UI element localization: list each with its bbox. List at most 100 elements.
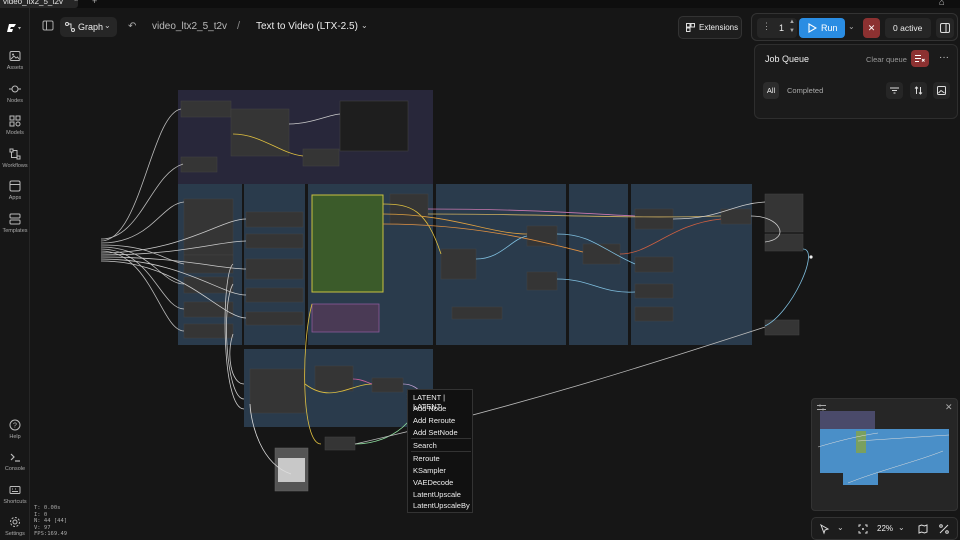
graph-node[interactable] [183,323,234,339]
graph-canvas[interactable] [31,44,960,540]
graph-node[interactable] [183,254,234,274]
graph-node[interactable] [245,258,304,280]
new-tab-button[interactable]: + [92,0,98,6]
zoom-level[interactable]: 22% [877,524,894,533]
menu-item-add-node[interactable]: Add Node [413,404,447,413]
sidebar-item-nodes[interactable]: Nodes [0,83,30,104]
group-column-5[interactable] [569,184,628,345]
menu-item-search[interactable]: Search [413,441,437,450]
graph-node[interactable] [371,377,404,393]
graph-node[interactable] [526,271,558,291]
menu-item-add-reroute[interactable]: Add Reroute [413,416,456,425]
comfy-logo-icon[interactable] [7,22,23,34]
reroute-dot[interactable] [809,255,813,259]
graph-node[interactable] [526,225,558,247]
menu-item-add-setnode[interactable]: Add SetNode [413,428,458,437]
batch-count-value[interactable]: 1 [779,23,785,33]
workflow-title[interactable]: Text to Video (LTX-2.5) [256,21,358,32]
sidebar-item-shortcuts[interactable]: Shortcuts [0,484,30,505]
graph-node[interactable] [634,256,674,273]
filter-completed-tab[interactable]: Completed [787,86,824,95]
increment-icon[interactable]: ▲ [789,19,795,25]
graph-node[interactable] [634,283,674,299]
sort-button[interactable] [910,82,927,99]
negative-prompt-node[interactable] [311,303,380,333]
graph-node[interactable] [245,287,304,303]
graph-node[interactable] [183,276,234,294]
graph-node[interactable] [314,365,354,392]
sidebar-item-assets[interactable]: Assets [0,50,30,71]
undo-icon[interactable]: ↶ [128,21,137,32]
more-options-icon[interactable]: ··· [939,52,949,63]
menu-item-latentupscale[interactable]: LatentUpscale [413,490,461,499]
sidebar-item-templates[interactable]: Templates [0,213,30,234]
tab-close-icon[interactable]: × [74,0,79,4]
active-jobs-button[interactable]: 0 active [885,18,931,38]
clear-queue-label[interactable]: Clear queue [866,55,907,64]
right-panel-toggle[interactable] [936,18,954,38]
graph-node[interactable] [764,193,804,233]
graph-node[interactable] [324,436,356,451]
graph-node[interactable] [720,208,752,225]
graph-node[interactable] [302,148,340,167]
run-button[interactable]: Run [799,18,845,38]
sidebar-item-console[interactable]: Console [0,451,30,472]
filter-all-tab[interactable]: All [763,82,779,99]
graph-node[interactable] [245,311,304,326]
panel-toggle-button[interactable] [40,18,56,34]
clear-queue-button[interactable] [911,50,929,67]
sidebar-item-models[interactable]: Models [0,115,30,136]
graph-node[interactable] [183,198,234,256]
workflow-name[interactable]: video_ltx2_5_t2v [152,21,228,32]
drag-handle-icon[interactable]: ⋮ [762,21,771,31]
graph-node[interactable] [764,233,804,252]
preview-node[interactable] [339,100,409,152]
menu-item-latentupscaleby[interactable]: LatentUpscaleBy [413,501,470,510]
menu-item-vaedecode[interactable]: VAEDecode [413,478,454,487]
gallery-view-button[interactable] [933,82,950,99]
filter-button[interactable] [886,82,903,99]
graph-node[interactable] [634,208,674,230]
graph-node[interactable] [245,233,304,249]
minimap[interactable]: ✕ [811,398,958,511]
pointer-icon[interactable] [820,524,830,535]
graph-node[interactable] [451,306,503,320]
sidebar-item-help[interactable]: ? Help [0,419,30,440]
user-icon[interactable]: ⌂ [939,0,945,7]
sidebar-item-label: Console [4,466,26,472]
menu-item-ksampler[interactable]: KSampler [413,466,446,475]
stop-button[interactable]: ✕ [863,18,880,38]
fit-view-icon[interactable] [858,524,868,534]
graph-node[interactable] [249,368,306,414]
sidebar-item-settings[interactable]: Settings [0,516,30,537]
graph-icon [65,22,75,32]
graph-node[interactable] [245,211,304,228]
graph-node[interactable] [180,100,232,118]
menu-divider [411,438,471,439]
graph-node[interactable] [183,301,234,318]
chevron-down-icon[interactable]: ⌄ [898,523,905,532]
settings-sliders-icon[interactable] [817,404,826,411]
sidebar-item-apps[interactable]: Apps [0,180,30,201]
map-icon[interactable] [918,524,928,534]
graph-node[interactable] [389,193,429,225]
graph-mode-button[interactable]: Graph ⌄ [60,17,117,37]
extensions-button[interactable]: Extensions [678,16,742,39]
graph-node[interactable] [764,319,800,336]
chevron-down-icon[interactable]: ⌄ [837,523,844,532]
chevron-down-icon[interactable]: ⌄ [848,22,855,31]
canvas-controls: ⌄ 22% ⌄ [811,517,958,540]
sidebar-item-workflows[interactable]: Workflows [0,148,30,169]
menu-item-reroute[interactable]: Reroute [413,454,440,463]
decrement-icon[interactable]: ▼ [789,28,795,34]
breadcrumb-separator: / [237,20,241,32]
link-visibility-icon[interactable] [939,524,949,534]
graph-node[interactable] [180,156,218,173]
tab-workflow[interactable]: video_ltx2_5_t2v × [0,0,78,8]
chevron-down-icon[interactable]: ⌄ [361,21,368,30]
graph-node[interactable] [440,248,477,280]
batch-count-stepper[interactable]: ⋮ 1 ▲ ▼ [757,18,797,38]
prompt-node[interactable] [311,194,384,293]
close-icon[interactable]: ✕ [945,402,953,412]
graph-node[interactable] [634,306,674,322]
